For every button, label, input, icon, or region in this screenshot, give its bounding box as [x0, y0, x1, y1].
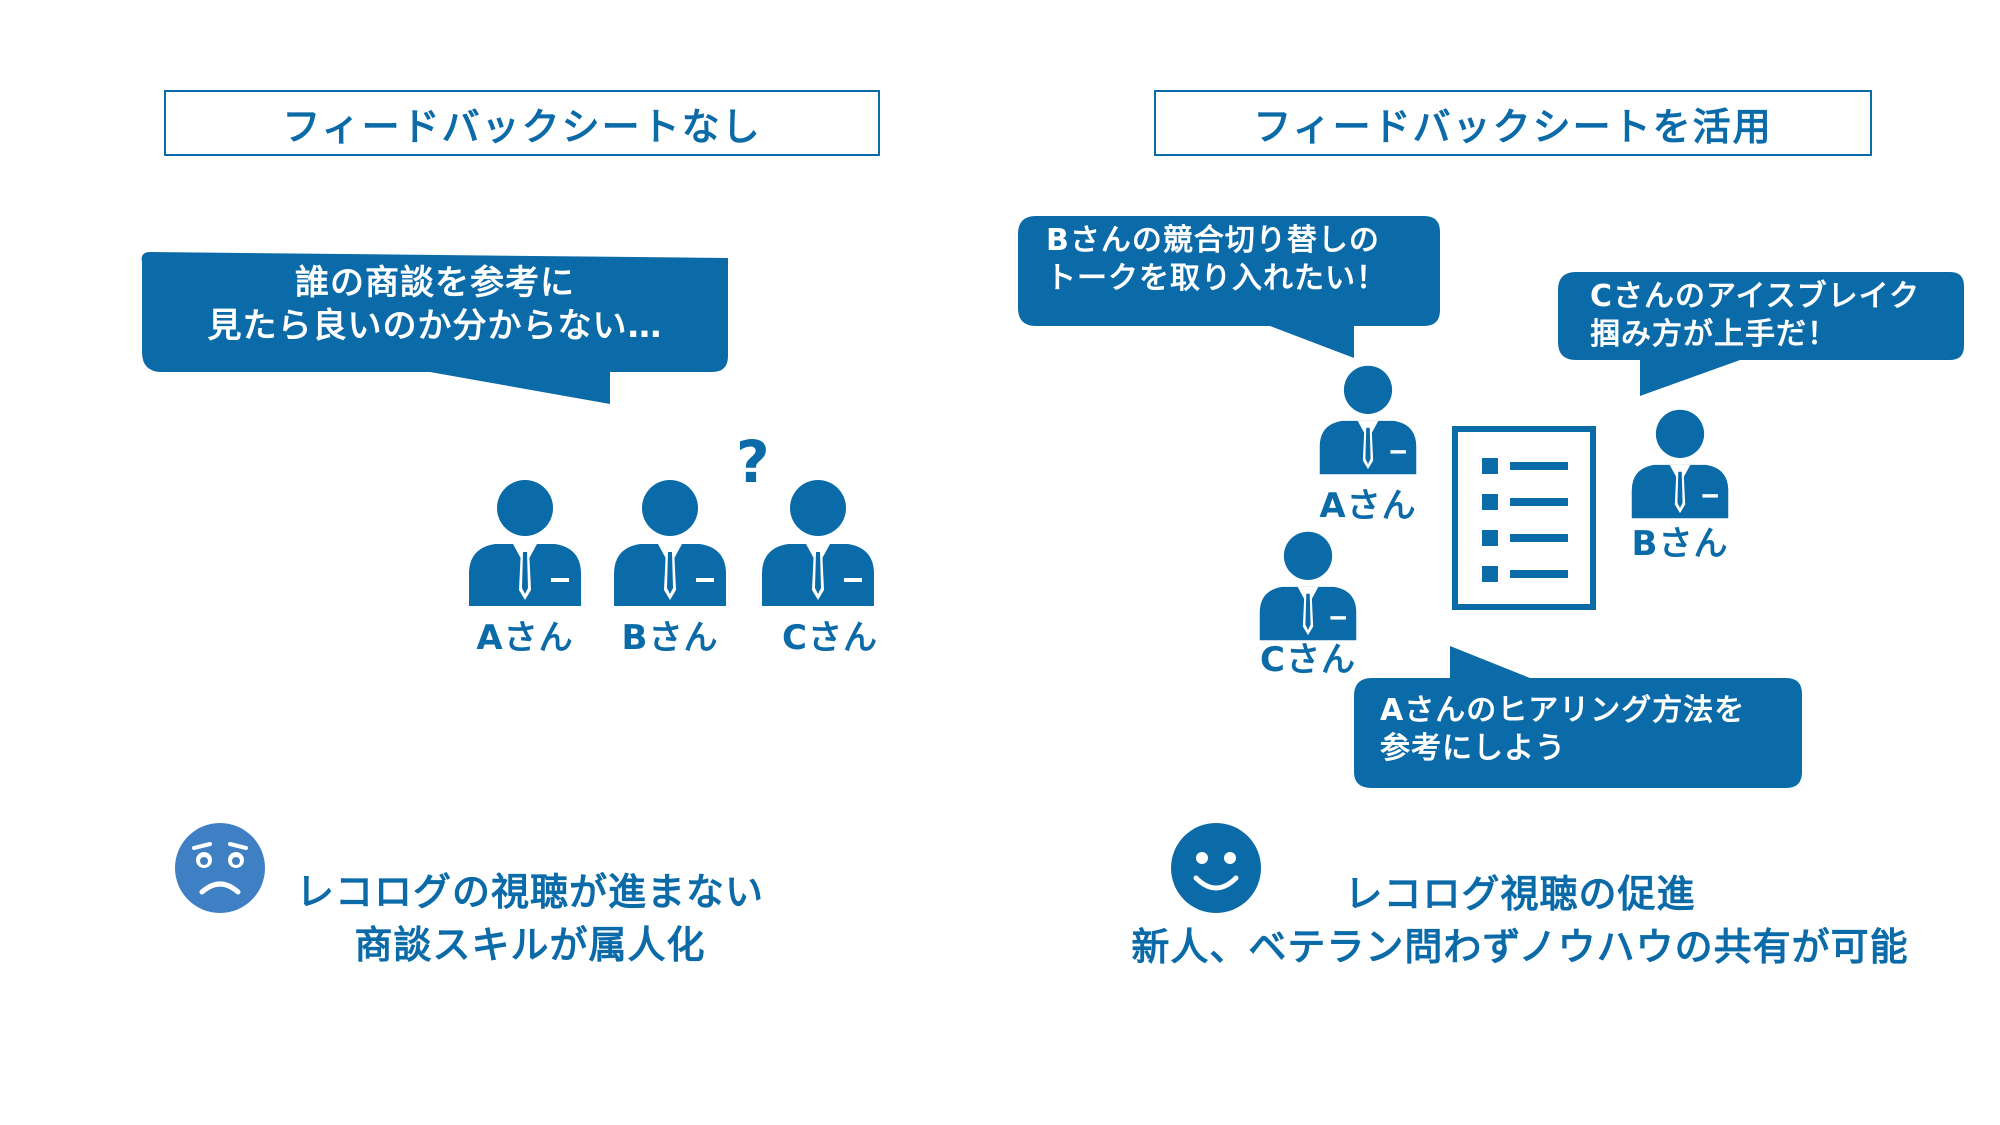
bubble-b-shape — [1018, 216, 1440, 358]
left-bubble-line-2: 見たら良いのか分からない… — [207, 305, 663, 346]
worried-face-icon — [175, 823, 265, 913]
smiling-face-icon — [1171, 823, 1261, 913]
bubble-b-line-1: Bさんの競合切り替しの — [1046, 223, 1380, 258]
left-result-line-1: レコログの視聴が進まない — [295, 870, 764, 914]
bubble-a-line-2: 参考にしよう — [1380, 730, 1566, 766]
bubble-c-line-1: Cさんのアイスブレイク — [1590, 279, 1921, 314]
bubble-c-shape — [1558, 272, 1964, 396]
person-icon-right-a — [1316, 364, 1420, 476]
person-icon-right-b — [1628, 408, 1732, 520]
right-result-line-1: レコログ視聴の促進 — [1344, 872, 1696, 916]
left-bubble-line-1: 誰の商談を参考に — [295, 263, 575, 303]
bubble-b-text: Bさんの競合切り替しの トークを取り入れたい！ — [1046, 222, 1436, 297]
left-name-b: Bさん — [621, 618, 719, 658]
right-name-c: Cさん — [1260, 640, 1356, 680]
bubble-a-line-1: Aさんのヒアリング方法を — [1380, 693, 1746, 728]
left-bubble-text: 誰の商談を参考に 見たら良いのか分からない… — [142, 262, 728, 347]
question-mark: ? — [736, 428, 770, 496]
left-name-a: Aさん — [476, 618, 574, 658]
right-name-b: Bさん — [1631, 524, 1729, 564]
bubble-c-line-2: 掴み方が上手だ！ — [1590, 316, 1838, 352]
right-panel-title: フィードバックシートを活用 — [1154, 90, 1872, 156]
bubble-c-text: Cさんのアイスブレイク 掴み方が上手だ！ — [1590, 278, 1960, 353]
right-result-line-2: 新人、ベテラン問わずノウハウの共有が可能 — [1131, 925, 1909, 970]
left-result: レコログの視聴が進まない 商談スキルが属人化 — [260, 866, 800, 972]
right-name-a: Aさん — [1319, 486, 1417, 526]
bubble-a-text: Aさんのヒアリング方法を 参考にしよう — [1380, 692, 1800, 767]
right-result: レコログ視聴の促進 新人、ベテラン問わずノウハウの共有が可能 — [1090, 868, 1950, 974]
person-icon-right-c — [1256, 530, 1360, 642]
bubble-b-line-2: トークを取り入れたい！ — [1046, 260, 1387, 296]
bubble-a-shape — [1354, 646, 1802, 788]
left-panel-title: フィードバックシートなし — [164, 90, 880, 156]
left-result-line-2: 商談スキルが属人化 — [354, 923, 706, 968]
left-name-c: Cさん — [782, 618, 878, 658]
checklist-sheet-icon — [1452, 426, 1596, 610]
left-title-text: フィードバックシートなし — [282, 104, 762, 149]
right-title-text: フィードバックシートを活用 — [1253, 104, 1773, 149]
